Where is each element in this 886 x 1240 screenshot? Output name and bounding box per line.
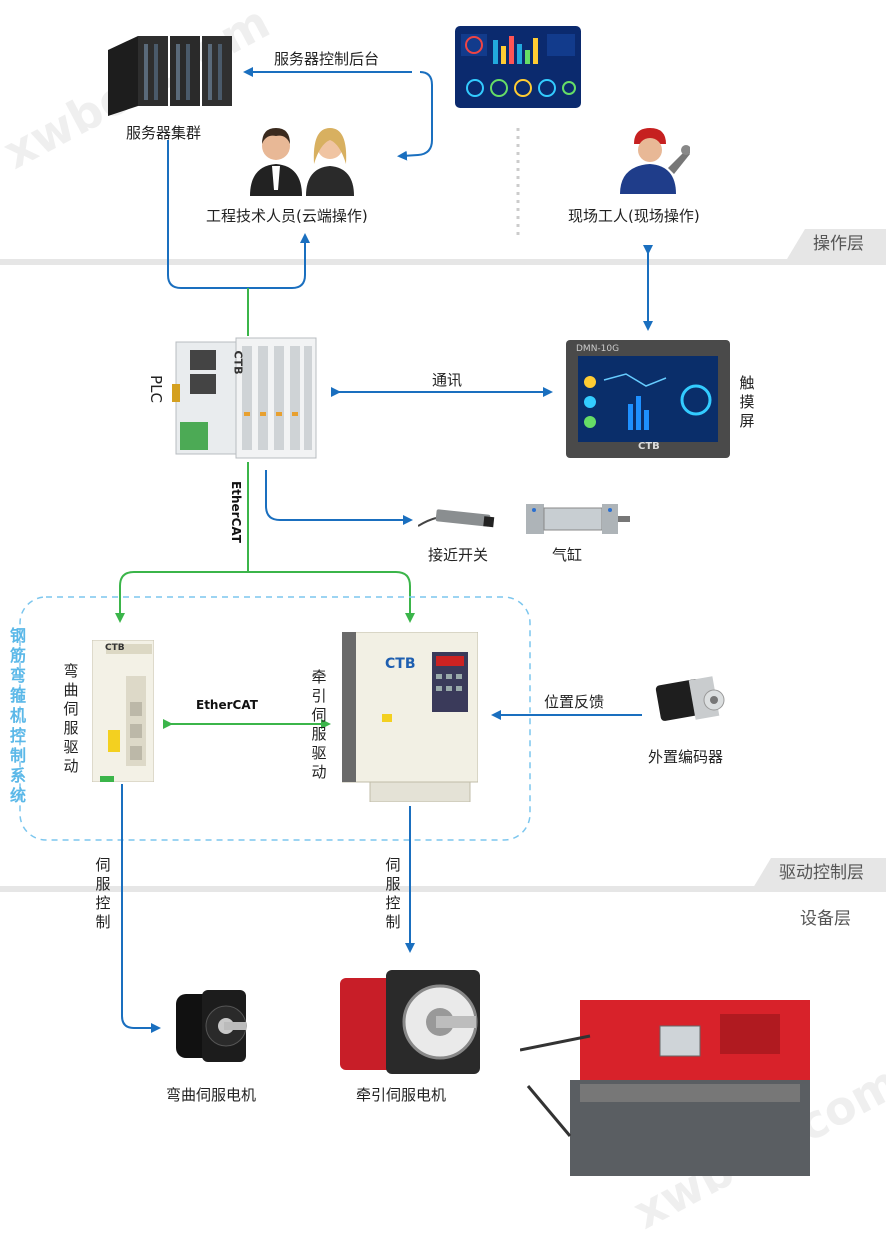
engineers-avatar-icon [250,128,354,196]
touchscreen-model-label: DMN-10G [576,344,620,354]
operation-layer-divider [0,259,886,265]
external-encoder-image [655,676,725,721]
device-layer-label: 设备层 [800,909,851,929]
servo-control-label-2: 伺服控制 [385,856,401,931]
drive-layer-divider [0,886,886,892]
site-worker-label: 现场工人(现场操作) [568,207,700,225]
drive-control-layer-tag: 驱动控制层 [753,858,886,888]
proximity-switch-label: 接近开关 [428,546,489,564]
proximity-switch-image [418,509,495,528]
bending-servo-drive-image [92,640,154,782]
server-cluster-image [108,36,232,116]
traction-servo-drive-image [342,632,478,802]
traction-drive-brand-label: CTB [385,656,416,672]
bending-drive-brand-label: CTB [105,643,125,653]
engineers-label: 工程技术人员(云端操作) [206,207,368,225]
server-cluster-label: 服务器集群 [126,124,202,142]
bending-servo-motor-label: 弯曲伺服电机 [166,1086,257,1104]
communication-label: 通讯 [432,371,463,389]
position-feedback-label: 位置反馈 [544,693,605,711]
servo-control-label-1: 伺服控制 [95,856,111,931]
touchscreen-label: 触摸屏 [739,374,755,430]
connection-lines [19,67,653,1033]
dashboard-screen-image [455,26,581,108]
server-backend-label: 服务器控制后台 [274,50,380,68]
traction-servo-drive-label: 牵引伺服驱动 [311,668,327,781]
external-encoder-label: 外置编码器 [648,748,724,766]
cylinder-image [526,504,630,534]
traction-servo-motor-label: 牵引伺服电机 [356,1086,447,1104]
touchscreen-brand-label: CTB [638,441,660,452]
operation-layer-tag: 操作层 [787,229,886,259]
bending-servo-motor-image [176,990,247,1062]
site-worker-avatar-icon [620,128,690,194]
ethercat-horizontal-logo: EtherCAT [196,698,258,712]
touchscreen-device-image [566,340,730,458]
plc-label: PLC [146,375,165,403]
ethercat-vertical-logo: EtherCAT [228,481,243,543]
rebar-bending-machine-image [520,1000,810,1176]
traction-servo-motor-image [340,970,480,1074]
cylinder-label: 气缸 [552,546,583,564]
control-system-label: 钢筋弯箍机控制系统 [9,626,26,805]
plc-brand-label: CTB [231,350,245,375]
plc-device-image [172,337,317,459]
bending-servo-drive-label: 弯曲伺服驱动 [63,662,79,775]
